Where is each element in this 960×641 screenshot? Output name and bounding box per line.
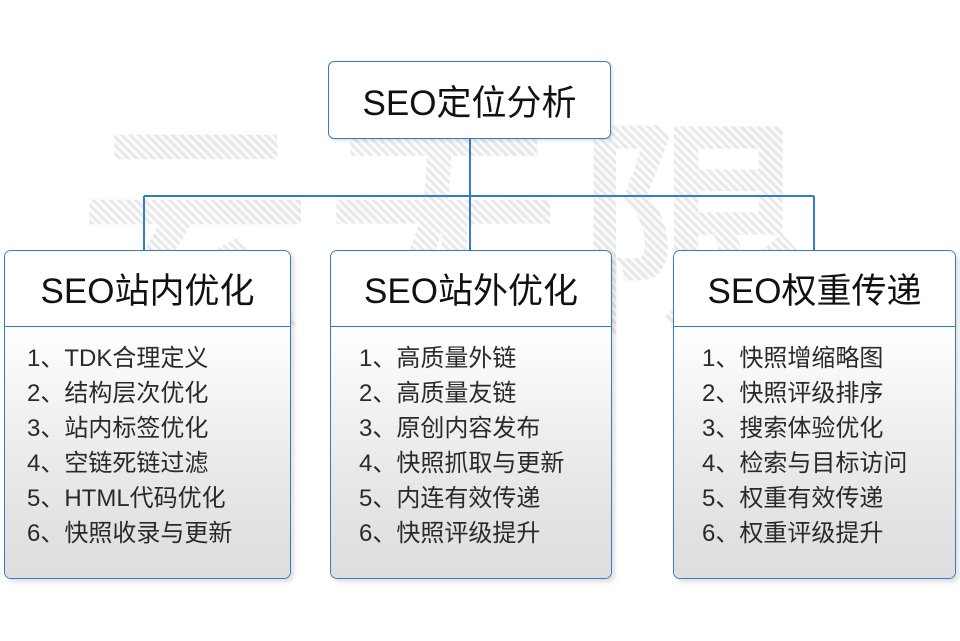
list-item: 1、TDK合理定义 <box>27 345 209 372</box>
list-item: 6、快照收录与更新 <box>27 520 233 547</box>
list-item: 4、空链死链过滤 <box>27 450 209 477</box>
card-body-seo-offsite: 1、高质量外链 2、高质量友链 3、原创内容发布 4、快照抓取与更新 5、内连有… <box>331 327 611 578</box>
list-item: 5、权重有效传递 <box>702 485 884 512</box>
list-item: 5、内连有效传递 <box>359 485 541 512</box>
list-item: 3、搜索体验优化 <box>702 415 884 442</box>
list-item: 2、快照评级排序 <box>702 380 884 407</box>
list-item: 6、权重评级提升 <box>702 520 884 547</box>
card-title-seo-offsite: SEO站外优化 <box>364 272 578 311</box>
list-item: 2、结构层次优化 <box>27 380 209 407</box>
list-item: 5、HTML代码优化 <box>27 485 226 512</box>
list-item: 1、快照增缩略图 <box>702 345 884 372</box>
list-item: 4、检索与目标访问 <box>702 450 908 477</box>
card-seo-onsite[interactable]: SEO站内优化 1、TDK合理定义 2、结构层次优化 3、站内标签优化 4、空链… <box>4 250 291 579</box>
node-root[interactable]: SEO定位分析 <box>328 61 611 139</box>
card-seo-weight-transfer[interactable]: SEO权重传递 1、快照增缩略图 2、快照评级排序 3、搜索体验优化 4、检索与… <box>673 250 956 579</box>
card-title-seo-onsite: SEO站内优化 <box>40 272 255 311</box>
list-item: 1、高质量外链 <box>359 345 517 372</box>
card-body-seo-weight-transfer: 1、快照增缩略图 2、快照评级排序 3、搜索体验优化 4、检索与目标访问 5、权… <box>674 327 955 578</box>
list-item: 3、站内标签优化 <box>27 415 209 442</box>
node-root-title: SEO定位分析 <box>362 83 577 123</box>
list-item: 2、高质量友链 <box>359 380 517 407</box>
list-item: 4、快照抓取与更新 <box>359 450 565 477</box>
card-seo-offsite[interactable]: SEO站外优化 1、高质量外链 2、高质量友链 3、原创内容发布 4、快照抓取与… <box>330 250 612 579</box>
card-body-seo-onsite: 1、TDK合理定义 2、结构层次优化 3、站内标签优化 4、空链死链过滤 5、H… <box>5 327 290 578</box>
list-item: 3、原创内容发布 <box>359 415 541 442</box>
card-header-seo-weight-transfer: SEO权重传递 <box>674 251 955 327</box>
card-header-seo-offsite: SEO站外优化 <box>331 251 611 327</box>
list-item: 6、快照评级提升 <box>359 520 541 547</box>
card-title-seo-weight-transfer: SEO权重传递 <box>707 272 922 311</box>
card-header-seo-onsite: SEO站内优化 <box>5 251 290 327</box>
